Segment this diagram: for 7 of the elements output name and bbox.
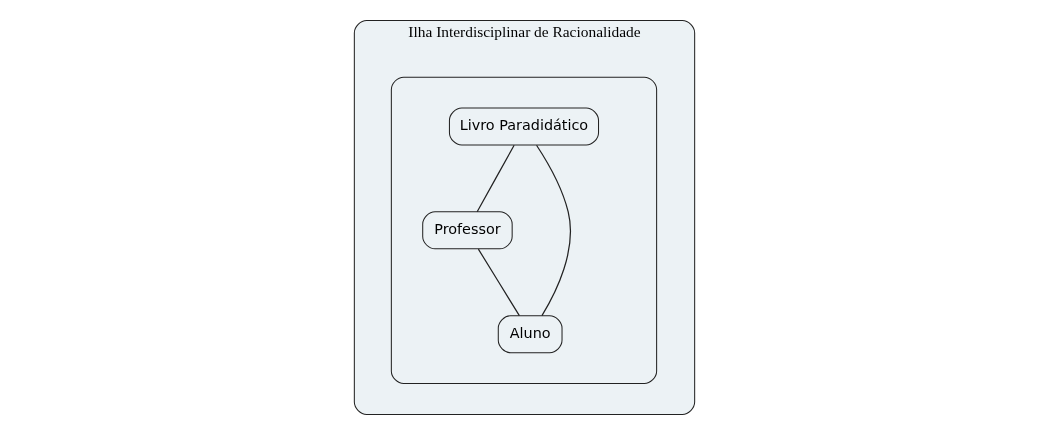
connector [476,144,515,213]
connector [535,144,571,317]
node-box: Professor [421,211,513,250]
node-box: Livro Paradidático [448,107,599,146]
cluster [390,76,657,385]
connector [477,248,520,317]
node-box: Aluno [497,315,563,354]
